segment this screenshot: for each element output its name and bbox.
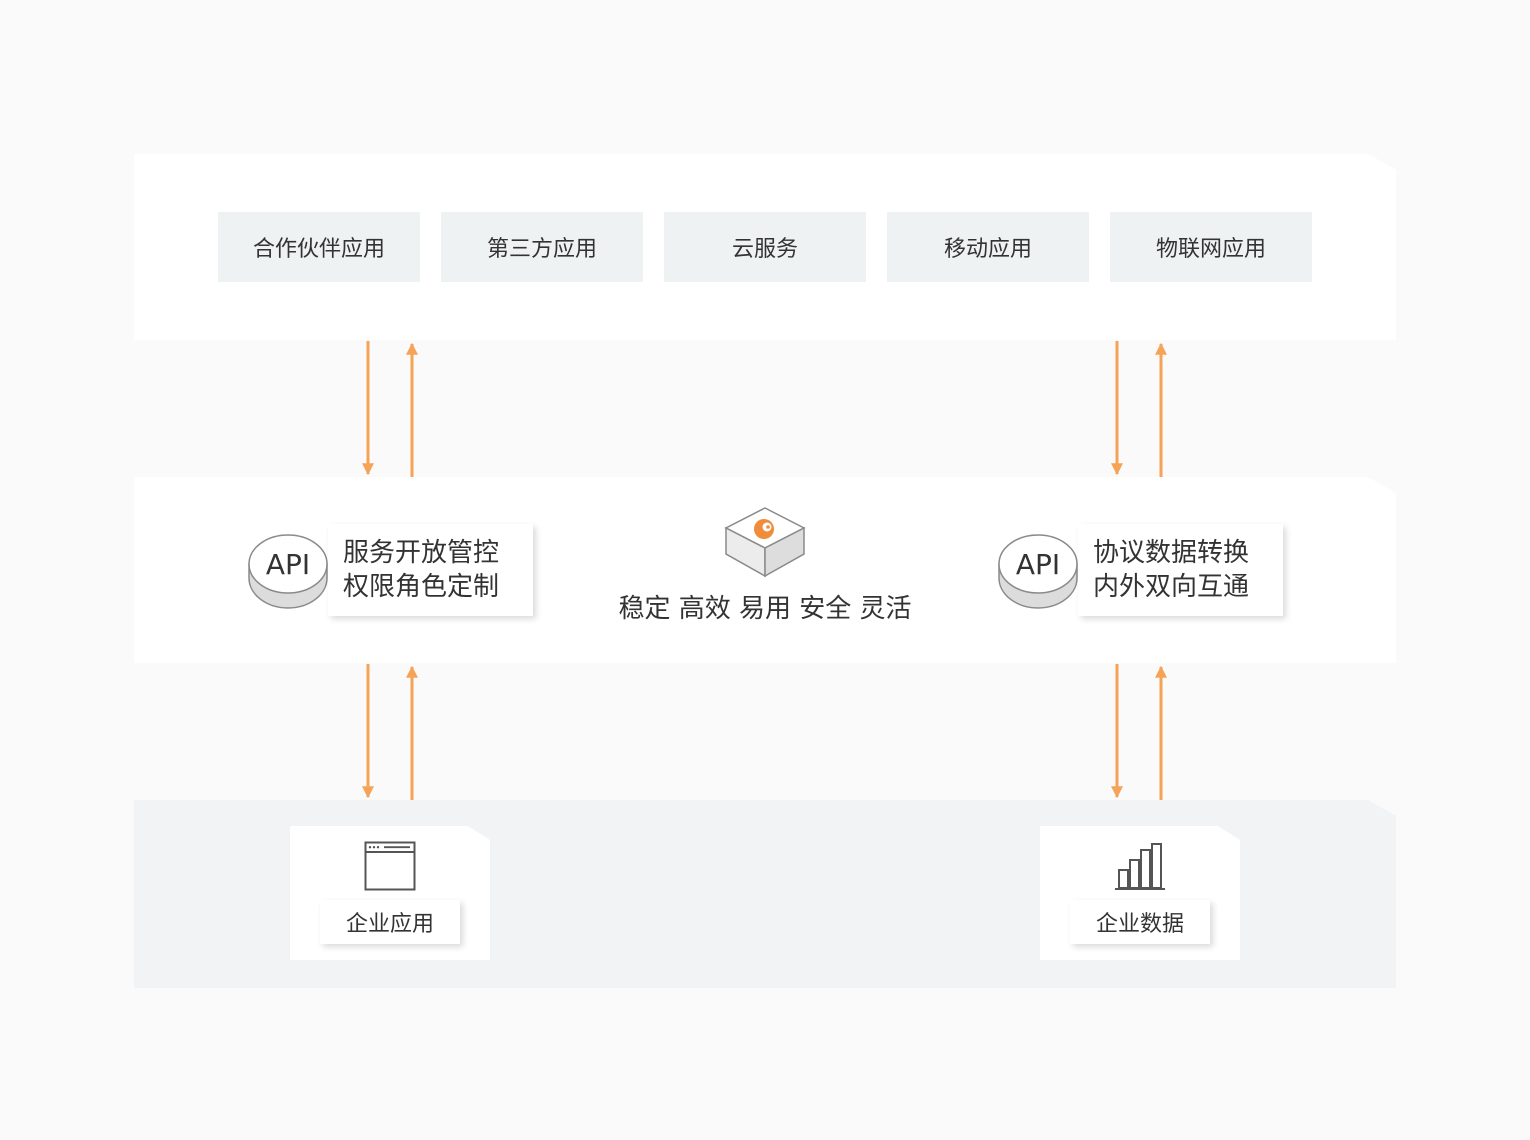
api-feature-card-right: 协议数据转换 内外双向互通 [1078, 524, 1283, 616]
app-tile-iot: 物联网应用 [1110, 212, 1312, 282]
feature-line-2: 权限角色定制 [343, 572, 500, 602]
app-tile-partner: 合作伙伴应用 [218, 212, 420, 282]
browser-window-icon [364, 840, 416, 892]
app-tile-cloud-service: 云服务 [664, 212, 866, 282]
gateway-logo-icon [724, 507, 806, 578]
enterprise-app-card: 企业应用 [290, 826, 490, 960]
enterprise-app-label: 企业应用 [320, 900, 460, 944]
bar-chart-icon [1114, 840, 1166, 892]
feature-line-1: 协议数据转换 [1093, 538, 1250, 568]
feature-line-1: 服务开放管控 [343, 538, 500, 568]
app-tile-mobile: 移动应用 [887, 212, 1089, 282]
api-feature-card-left: 服务开放管控 权限角色定制 [328, 524, 533, 616]
api-badge-text: API [1016, 548, 1060, 581]
app-tile-third-party: 第三方应用 [441, 212, 643, 282]
api-disc-icon: API [248, 534, 328, 609]
api-badge-text: API [266, 548, 310, 581]
top-layer-panel: 合作伙伴应用 第三方应用 云服务 移动应用 物联网应用 [134, 154, 1396, 340]
gateway-tagline: 稳定 高效 易用 安全 灵活 [618, 594, 912, 624]
feature-line-2: 内外双向互通 [1093, 572, 1250, 602]
api-disc-icon: API [998, 534, 1078, 609]
enterprise-data-card: 企业数据 [1040, 826, 1240, 960]
enterprise-data-label: 企业数据 [1070, 900, 1210, 944]
